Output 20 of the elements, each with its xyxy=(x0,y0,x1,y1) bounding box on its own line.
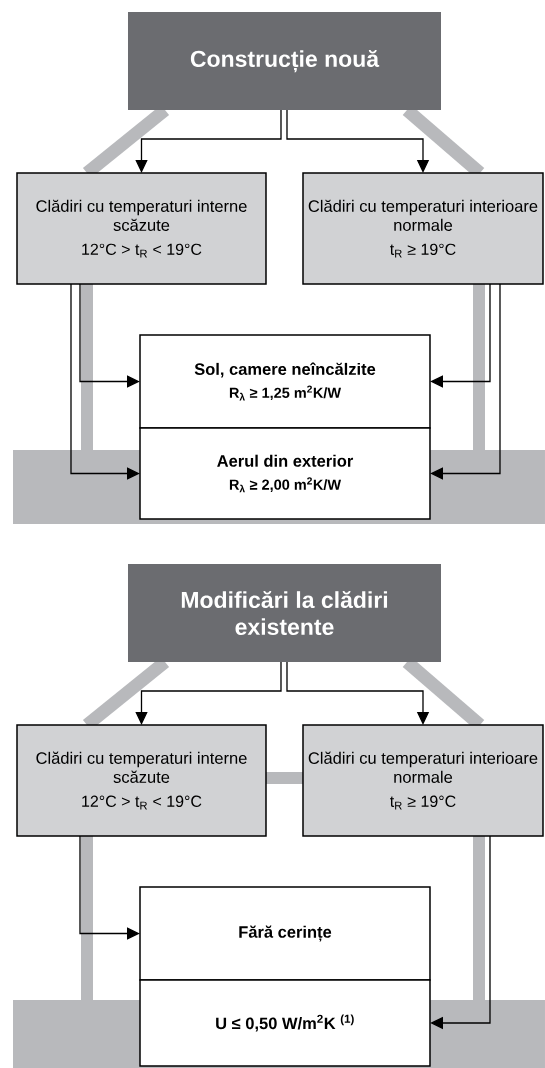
arrow xyxy=(79,283,140,388)
category-box: Clădiri cu temperaturi interne scăzute 12°C > t$_{R}$ < 19°C xyxy=(16,724,267,837)
arrow xyxy=(430,283,501,480)
arrow xyxy=(70,283,140,480)
category-box: Clădiri cu temperaturi interioare normale t$_{R}$ ≥ 19°C xyxy=(302,724,544,837)
arrow xyxy=(430,283,491,388)
arrow xyxy=(430,835,491,1030)
category-box: Clădiri cu temperaturi interioare normale t$_{R}$ ≥ 19°C xyxy=(302,172,544,285)
heading-box: Construcție nouă xyxy=(128,12,441,110)
requirement-box: Sol, camere neîncălzite R$_{λ}$ ≥ 1,25 m$^{2}$K/W xyxy=(139,334,431,429)
requirement-box: U ≤ 0,50 W/m$^{2}$K $^{(1)}$ xyxy=(139,979,431,1067)
arrow xyxy=(79,835,140,940)
category-box: Clădiri cu temperaturi interne scăzute 12°C > t$_{R}$ < 19°C xyxy=(16,172,267,285)
arrow xyxy=(286,661,430,725)
heading-box: Modificări la clădiri existente xyxy=(128,564,441,662)
requirement-box: Fără cerințe xyxy=(139,886,431,981)
arrow xyxy=(135,109,282,173)
arrow xyxy=(135,661,282,725)
requirement-box: Aerul din exterior R$_{λ}$ ≥ 2,00 m$^{2}$K/W xyxy=(139,427,431,520)
arrow xyxy=(286,109,430,173)
